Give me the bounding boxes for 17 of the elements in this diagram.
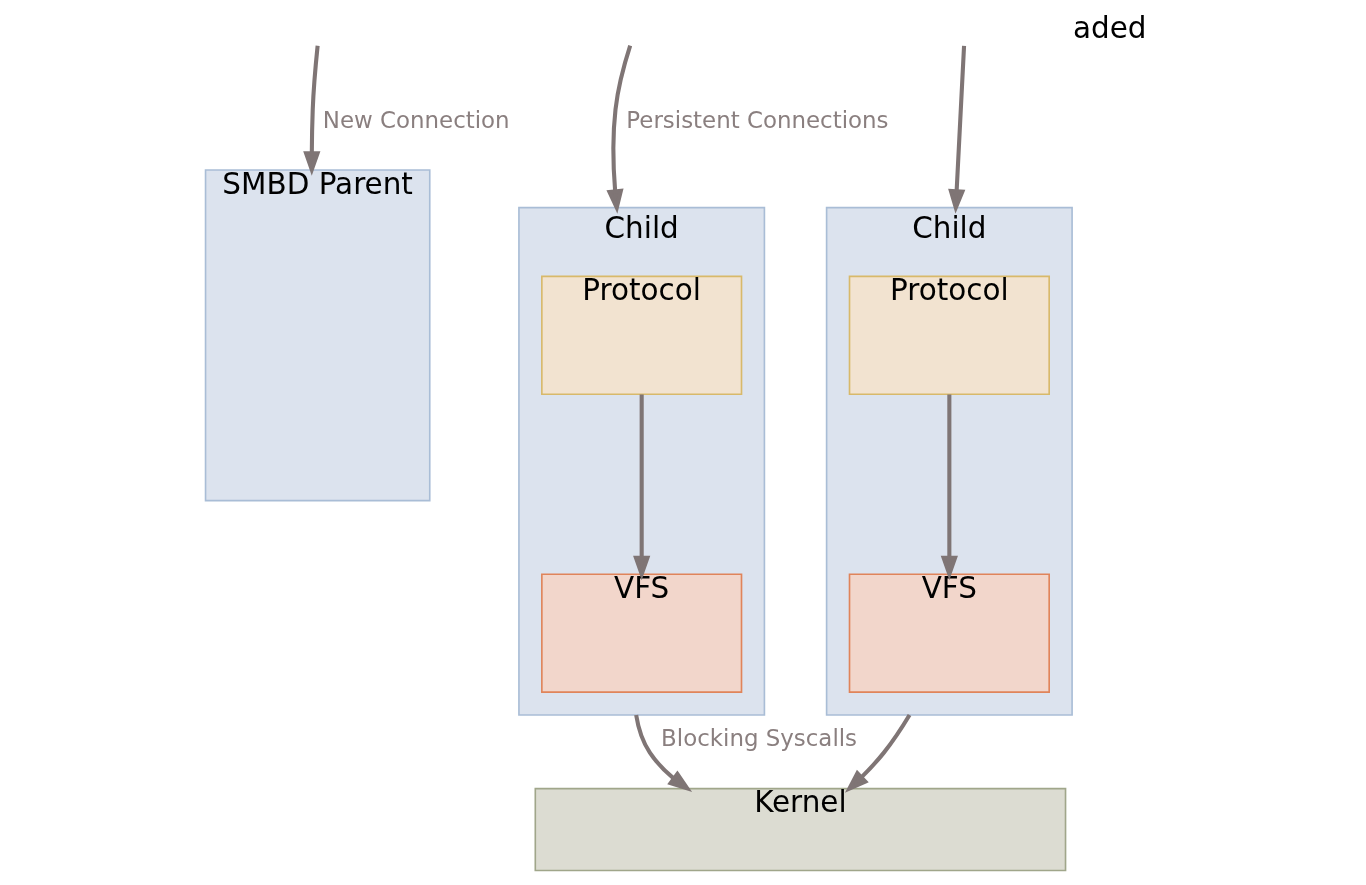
edge-label: New Connection <box>322 106 510 133</box>
arrow <box>303 45 321 176</box>
arrow <box>634 714 693 792</box>
arrow <box>948 45 967 214</box>
edge-label: Persistent Connections <box>626 106 889 133</box>
node-box: Protocol <box>848 275 1050 396</box>
edge-label: Blocking Syscalls <box>661 725 858 752</box>
node-box: VFS <box>541 573 743 693</box>
node-box: VFS <box>848 573 1050 693</box>
node-box: Protocol <box>541 275 743 396</box>
node-box: Kernel <box>534 787 1067 872</box>
node-box: SMBD Parent <box>204 169 431 502</box>
arrow <box>606 45 633 214</box>
arrow <box>844 713 912 793</box>
label: aded <box>1072 11 1147 46</box>
arrow <box>633 394 651 581</box>
arrow <box>940 394 958 581</box>
